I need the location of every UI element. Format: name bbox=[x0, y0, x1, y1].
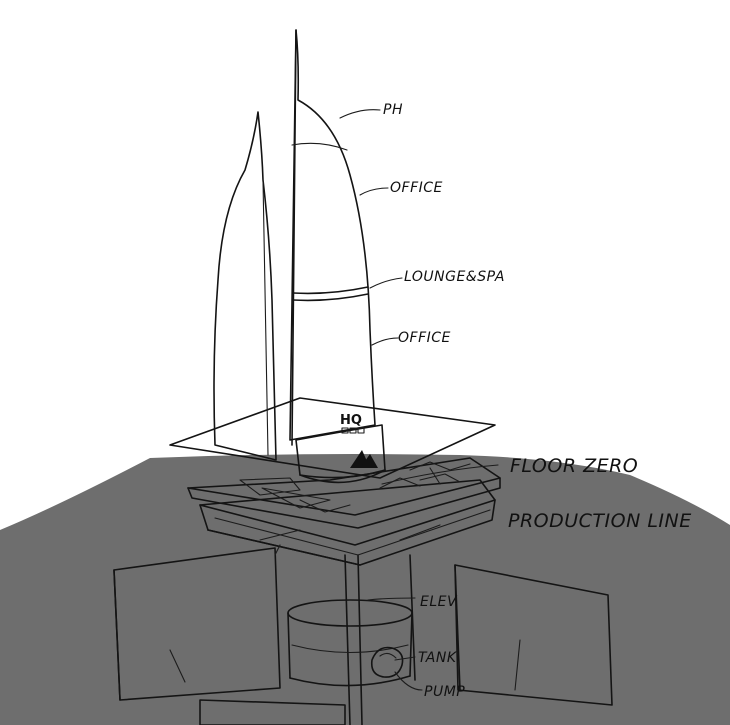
label-lounge-spa: LOUNGE&SPA bbox=[404, 269, 505, 285]
label-ph: PH bbox=[383, 102, 403, 118]
label-hq: HQ bbox=[340, 413, 362, 428]
label-office-mid: OFFICE bbox=[398, 330, 451, 346]
label-floor-zero: FLOOR ZERO bbox=[510, 455, 638, 477]
label-elev: ELEV bbox=[420, 594, 458, 610]
label-tank: TANK bbox=[418, 650, 458, 666]
label-production-line: PRODUCTION LINE bbox=[508, 510, 692, 532]
label-office-top: OFFICE bbox=[390, 180, 443, 196]
label-pump: PUMP bbox=[424, 684, 465, 700]
tower-left bbox=[214, 112, 276, 460]
tower-main bbox=[290, 30, 375, 445]
lounge-spa-band bbox=[293, 287, 368, 293]
